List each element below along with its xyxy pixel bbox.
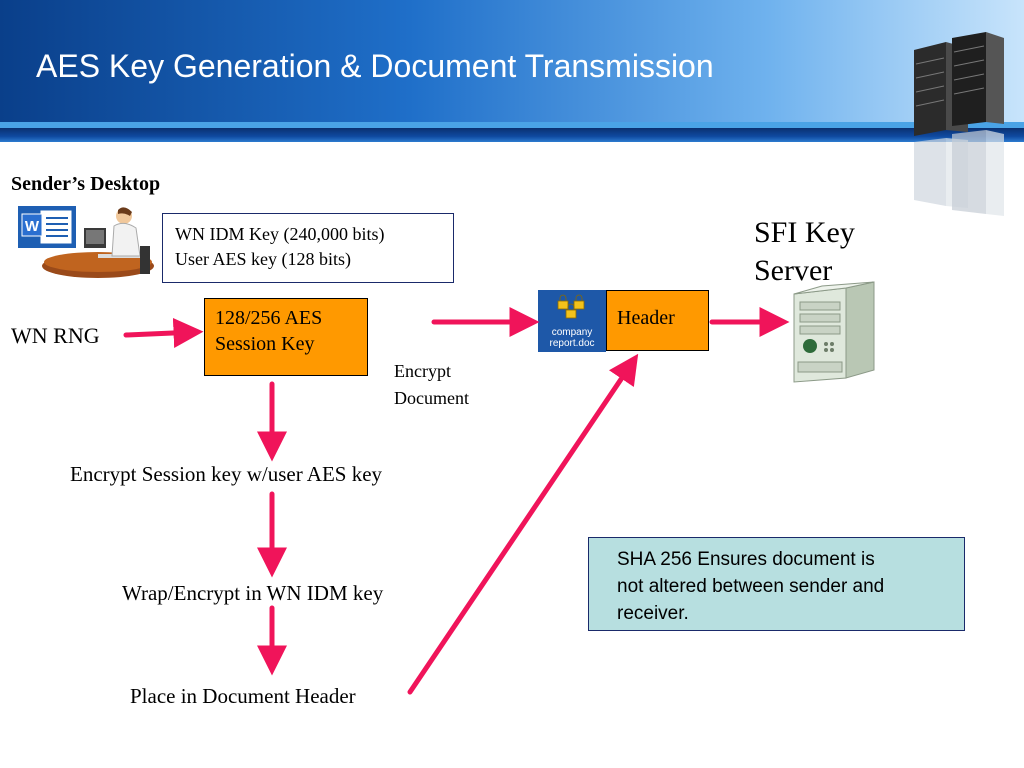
document-icon-caption: company report.doc (538, 327, 606, 349)
session-key-box: 128/256 AES Session Key (204, 298, 368, 376)
person-at-desk-icon (42, 207, 154, 278)
wn-idm-key-text: WN IDM Key (240,000 bits) (175, 224, 385, 244)
sfi-key-server-line1: SFI Key (754, 216, 855, 249)
header-box-label: Header (617, 307, 675, 329)
sha-line3: receiver. (617, 603, 689, 624)
document-icon-line1: company (551, 327, 593, 338)
session-key-line2: Session Key (215, 333, 315, 355)
svg-text:W: W (25, 218, 40, 235)
sfi-key-server-label: SFI Key Server (754, 214, 855, 290)
title-stripe-dark (0, 128, 1024, 142)
lock-icon (557, 294, 585, 319)
place-in-header-label: Place in Document Header (130, 684, 356, 708)
encrypt-document-line2: Document (394, 388, 469, 408)
server-tower-icon (793, 281, 875, 383)
sha-line1: SHA 256 Ensures document is (617, 549, 875, 570)
senders-desktop-label: Sender’s Desktop (11, 173, 161, 195)
document-icon-line2: report.doc (549, 338, 595, 349)
title-bar (0, 0, 1024, 142)
encrypt-session-key-label: Encrypt Session key w/user AES key (70, 462, 383, 486)
slide-title: AES Key Generation & Document Transmissi… (36, 48, 714, 84)
title-stripe (0, 122, 1024, 128)
wrap-encrypt-label: Wrap/Encrypt in WN IDM key (122, 581, 384, 605)
header-box: Header (606, 290, 709, 351)
locked-document-icon: company report.doc (538, 290, 606, 352)
wn-rng-label: WN RNG (11, 323, 100, 348)
session-key-line1: 128/256 AES (215, 307, 323, 329)
keys-info-box: WN IDM Key (240,000 bits) User AES key (… (162, 213, 454, 283)
encrypt-document-line1: Encrypt (394, 361, 451, 381)
user-aes-key-text: User AES key (128 bits) (175, 249, 351, 269)
sha-line2: not altered between sender and (617, 576, 885, 597)
sha-info-box: SHA 256 Ensures document is not altered … (588, 537, 965, 631)
arrow-rng-to-session-key (123, 317, 204, 348)
word-document-icon: W (18, 206, 76, 248)
server-rack-icon (914, 32, 1004, 216)
encrypt-document-label: Encrypt Document (394, 358, 469, 412)
sfi-key-server-line2: Server (754, 254, 833, 287)
arrow-place-to-header (407, 353, 639, 695)
